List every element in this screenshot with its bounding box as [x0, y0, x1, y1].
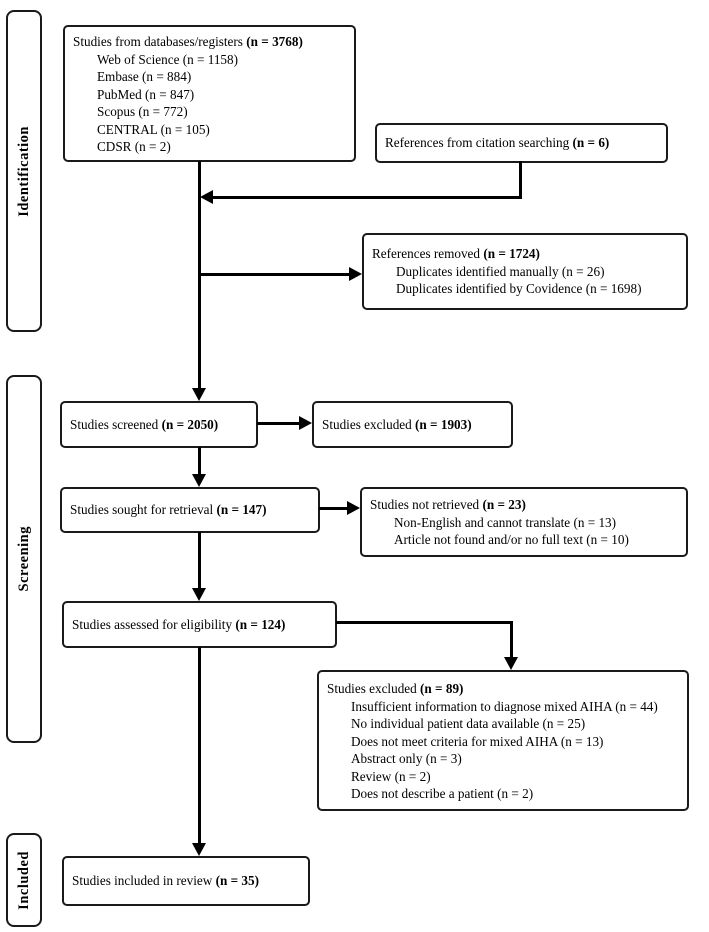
box-studies-sought: Studies sought for retrieval (n = 147) [60, 487, 320, 533]
box-databases-item: CENTRAL (n = 105) [97, 121, 210, 137]
connector-assessed-elbow-horizontal [336, 621, 513, 624]
stage-identification: Identification [6, 10, 42, 332]
connector-citation-vertical [519, 161, 522, 199]
box-databases: Studies from databases/registers (n = 37… [63, 25, 356, 162]
box-databases-title: Studies from databases/registers (n = 37… [73, 34, 303, 49]
box-databases-item: Web of Science (n = 1158) [97, 51, 239, 67]
arrowhead-into-not-retrieved [347, 501, 360, 515]
box-studies-assessed-title: Studies assessed for eligibility (n = 12… [72, 616, 286, 632]
box-studies-excluded-eligibility-item: Does not meet criteria for mixed AIHA (n… [351, 733, 604, 749]
box-studies-excluded-eligibility: Studies excluded (n = 89) Insufficient i… [317, 670, 689, 811]
connector-screened-to-excluded [257, 422, 300, 425]
box-studies-not-retrieved-item: Non-English and cannot translate (n = 13… [394, 514, 617, 530]
box-studies-screened: Studies screened (n = 2050) [60, 401, 258, 448]
box-studies-excluded-eligibility-item: No individual patient data available (n … [351, 716, 586, 732]
box-studies-excluded-eligibility-title: Studies excluded (n = 89) [327, 681, 464, 696]
box-studies-not-retrieved-title: Studies not retrieved (n = 23) [370, 497, 526, 512]
connector-to-references-removed [200, 273, 350, 276]
connector-sought-to-assessed [198, 532, 201, 590]
box-databases-item: Scopus (n = 772) [97, 104, 188, 120]
box-studies-excluded-screening-title: Studies excluded (n = 1903) [322, 416, 472, 432]
stage-identification-label: Identification [15, 125, 32, 217]
box-references-removed-item: Duplicates identified manually (n = 26) [396, 263, 605, 279]
box-studies-not-retrieved: Studies not retrieved (n = 23) Non-Engli… [360, 487, 688, 557]
box-studies-sought-title: Studies sought for retrieval (n = 147) [70, 502, 267, 518]
box-studies-assessed: Studies assessed for eligibility (n = 12… [62, 601, 337, 648]
connector-assessed-to-included [198, 647, 201, 845]
box-databases-item: Embase (n = 884) [97, 69, 192, 85]
connector-databases-to-screened [198, 161, 201, 391]
connector-sought-to-not-retrieved [319, 507, 348, 510]
stage-screening: Screening [6, 375, 42, 743]
box-studies-screened-title: Studies screened (n = 2050) [70, 416, 219, 432]
connector-citation-horizontal [212, 196, 522, 199]
connector-assessed-elbow-vertical [510, 621, 513, 659]
arrowhead-into-sought [192, 474, 206, 487]
stage-screening-label: Screening [15, 526, 32, 592]
box-databases-item: PubMed (n = 847) [97, 86, 195, 102]
box-studies-excluded-eligibility-item: Does not describe a patient (n = 2) [351, 786, 534, 802]
box-studies-excluded-eligibility-item: Abstract only (n = 3) [351, 751, 462, 767]
stage-included: Included [6, 833, 42, 927]
arrowhead-into-excluded-screening [299, 416, 312, 430]
box-studies-not-retrieved-item: Article not found and/or no full text (n… [394, 532, 629, 548]
arrowhead-into-included [192, 843, 206, 856]
box-references-removed-item: Duplicates identified by Covidence (n = … [396, 281, 642, 297]
box-citation-searching: References from citation searching (n = … [375, 123, 668, 163]
box-studies-excluded-eligibility-item: Insufficient information to diagnose mix… [351, 698, 658, 714]
arrowhead-into-assessed [192, 588, 206, 601]
box-databases-item: CDSR (n = 2) [97, 139, 171, 155]
stage-included-label: Included [15, 850, 32, 910]
connector-screened-to-sought [198, 447, 201, 476]
box-references-removed: References removed (n = 1724) Duplicates… [362, 233, 688, 310]
box-studies-excluded-eligibility-item: Review (n = 2) [351, 768, 431, 784]
box-citation-searching-title: References from citation searching (n = … [385, 135, 610, 151]
box-studies-included-title: Studies included in review (n = 35) [72, 873, 259, 889]
box-studies-included: Studies included in review (n = 35) [62, 856, 310, 906]
arrowhead-into-references-removed [349, 267, 362, 281]
arrowhead-citation-into-spine [200, 190, 213, 204]
box-references-removed-title: References removed (n = 1724) [372, 246, 540, 261]
arrowhead-into-excluded-eligibility [504, 657, 518, 670]
box-studies-excluded-screening: Studies excluded (n = 1903) [312, 401, 513, 448]
arrowhead-into-screened [192, 388, 206, 401]
